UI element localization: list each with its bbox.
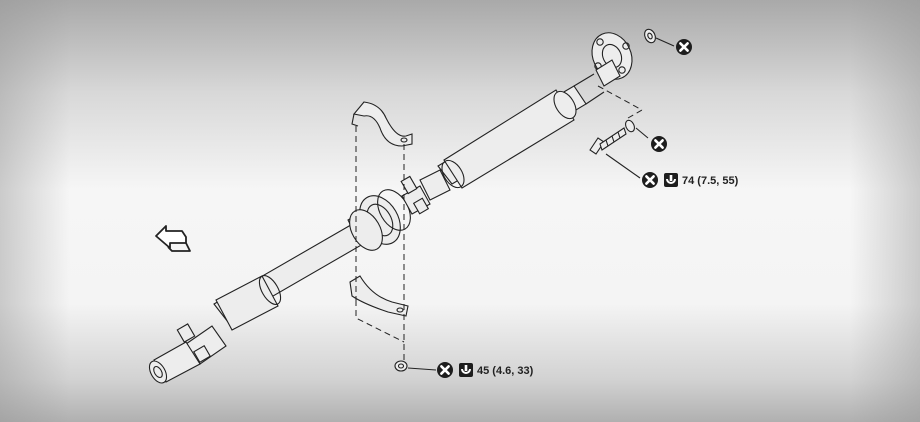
flange-washer <box>625 119 635 133</box>
x-circle-icon <box>640 170 660 190</box>
x-circle-icon <box>674 37 694 57</box>
rear-flange <box>591 32 633 87</box>
upper-bracket <box>351 101 413 147</box>
front-yoke <box>148 323 227 384</box>
center-bearing <box>349 189 411 251</box>
alignment-lines <box>355 85 643 362</box>
upper-torque-callout: 74 (7.5, 55) <box>682 175 739 187</box>
x-circle-icon <box>649 134 669 154</box>
flange-bolt <box>589 127 627 155</box>
rear-tube-damper <box>441 89 577 189</box>
lower-bracket <box>349 275 409 317</box>
leader-lines <box>407 37 675 371</box>
bracket-nut <box>394 360 408 372</box>
front-arrow-icon <box>155 225 191 252</box>
x-circle-icon <box>435 360 455 380</box>
torque-wrench-icon <box>663 172 679 188</box>
flange-nut <box>644 28 656 44</box>
lower-torque-callout: 45 (4.6, 33) <box>477 365 534 377</box>
center-universal-joint <box>400 169 451 215</box>
torque-wrench-icon <box>458 362 474 378</box>
